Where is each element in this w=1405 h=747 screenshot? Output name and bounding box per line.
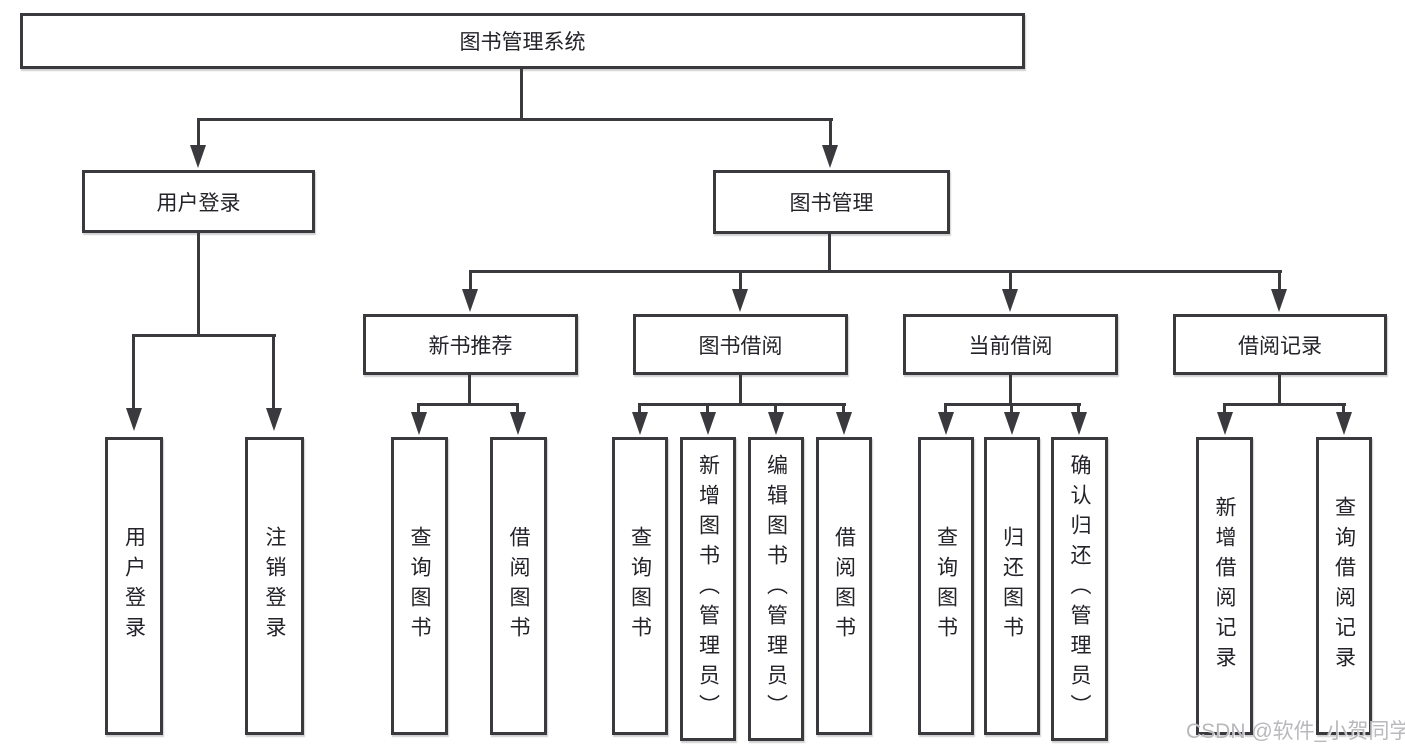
connector-level3-stub-1 bbox=[469, 273, 472, 289]
connector-borrowing-stem bbox=[739, 375, 742, 405]
arrowhead-current-confirm bbox=[1071, 412, 1087, 435]
leaf-records-add-record: 新增借阅记录 bbox=[1196, 437, 1253, 735]
connector-user-login-stem bbox=[197, 233, 200, 336]
connector-level2-right-stub bbox=[829, 121, 832, 145]
connector-recommend-stem bbox=[468, 375, 471, 405]
connector-level3-stub-4 bbox=[1278, 273, 1281, 289]
connector-group4-stub-3 bbox=[1077, 406, 1080, 413]
leaf-borrow-query-books: 查询图书 bbox=[612, 437, 668, 735]
node-new-book-recommend: 新书推荐 bbox=[363, 314, 578, 375]
arrowhead-current-return bbox=[1004, 412, 1020, 435]
connector-group3-bar bbox=[638, 403, 846, 406]
leaf-borrow-add-books-admin: 新增图书（管理员） bbox=[680, 437, 736, 741]
connector-group2-bar bbox=[417, 403, 519, 406]
connector-group4-bar bbox=[944, 403, 1081, 406]
leaf-borrow-borrow-books: 借阅图书 bbox=[816, 437, 872, 735]
connector-root-stem bbox=[520, 69, 523, 121]
arrowhead-user-login bbox=[190, 145, 206, 168]
connector-group3-stub-1 bbox=[638, 406, 641, 413]
connector-group2-stub-1 bbox=[417, 406, 420, 413]
connector-level2-bar bbox=[197, 118, 833, 121]
arrowhead-book-management bbox=[822, 145, 838, 168]
arrowhead-recommend-query bbox=[411, 412, 427, 435]
connector-level2-left-stub bbox=[197, 121, 200, 145]
arrowhead-book-borrowing bbox=[732, 289, 748, 312]
connector-group3-stub-3 bbox=[774, 406, 777, 413]
connector-group3-stub-2 bbox=[706, 406, 709, 413]
node-borrowing-records: 借阅记录 bbox=[1173, 314, 1387, 375]
leaf-user-login: 用户登录 bbox=[105, 437, 163, 735]
arrowhead-new-book-recommend bbox=[462, 289, 478, 312]
connector-group5-stub-2 bbox=[1342, 406, 1345, 413]
connector-group1-stub-2 bbox=[272, 337, 275, 408]
connector-records-stem bbox=[1278, 375, 1281, 405]
leaf-logout: 注销登录 bbox=[245, 437, 304, 735]
arrowhead-borrowing-add bbox=[700, 412, 716, 435]
leaf-current-return-books: 归还图书 bbox=[984, 437, 1040, 735]
arrowhead-borrowing-borrow bbox=[836, 412, 852, 435]
arrowhead-current-borrowing bbox=[1002, 289, 1018, 312]
node-current-borrowing: 当前借阅 bbox=[903, 314, 1118, 375]
arrowhead-borrowing-query bbox=[632, 412, 648, 435]
watermark-csdn: CSDN @软件_小贺同学 bbox=[1186, 720, 1405, 743]
arrowhead-records-query bbox=[1336, 412, 1352, 435]
connector-level3-bar bbox=[469, 270, 1282, 273]
connector-group4-stub-1 bbox=[944, 406, 947, 413]
connector-group5-bar bbox=[1223, 403, 1346, 406]
leaf-current-confirm-return-admin: 确认归还（管理员） bbox=[1051, 437, 1108, 741]
arrowhead-borrowing-edit bbox=[768, 412, 784, 435]
arrowhead-borrowing-records bbox=[1271, 289, 1287, 312]
arrowhead-recommend-borrow bbox=[510, 412, 526, 435]
leaf-borrow-edit-books-admin: 编辑图书（管理员） bbox=[748, 437, 804, 741]
leaf-records-query-record: 查询借阅记录 bbox=[1316, 437, 1372, 735]
node-book-borrowing: 图书借阅 bbox=[633, 314, 848, 375]
leaf-recommend-query-books: 查询图书 bbox=[391, 437, 448, 735]
arrowhead-current-query bbox=[938, 412, 954, 435]
connector-group2-stub-2 bbox=[516, 406, 519, 413]
leaf-current-query-books: 查询图书 bbox=[918, 437, 974, 735]
connector-current-stem bbox=[1009, 375, 1012, 405]
node-library-system: 图书管理系统 bbox=[20, 13, 1025, 69]
connector-level3-stub-3 bbox=[1009, 273, 1012, 289]
connector-group5-stub-1 bbox=[1223, 406, 1226, 413]
connector-group4-stub-2 bbox=[1010, 406, 1013, 413]
arrowhead-records-add bbox=[1217, 412, 1233, 435]
arrowhead-leaf-user-login bbox=[126, 408, 142, 431]
connector-level3-stub-2 bbox=[739, 273, 742, 289]
connector-group1-bar bbox=[132, 334, 276, 337]
leaf-recommend-borrow-books: 借阅图书 bbox=[490, 437, 547, 735]
connector-book-management-stem bbox=[828, 233, 831, 273]
node-book-management: 图书管理 bbox=[713, 170, 950, 234]
connector-group1-stub-1 bbox=[132, 337, 135, 408]
node-user-login: 用户登录 bbox=[82, 170, 315, 233]
arrowhead-leaf-logout bbox=[266, 408, 282, 431]
connector-group3-stub-4 bbox=[842, 406, 845, 413]
